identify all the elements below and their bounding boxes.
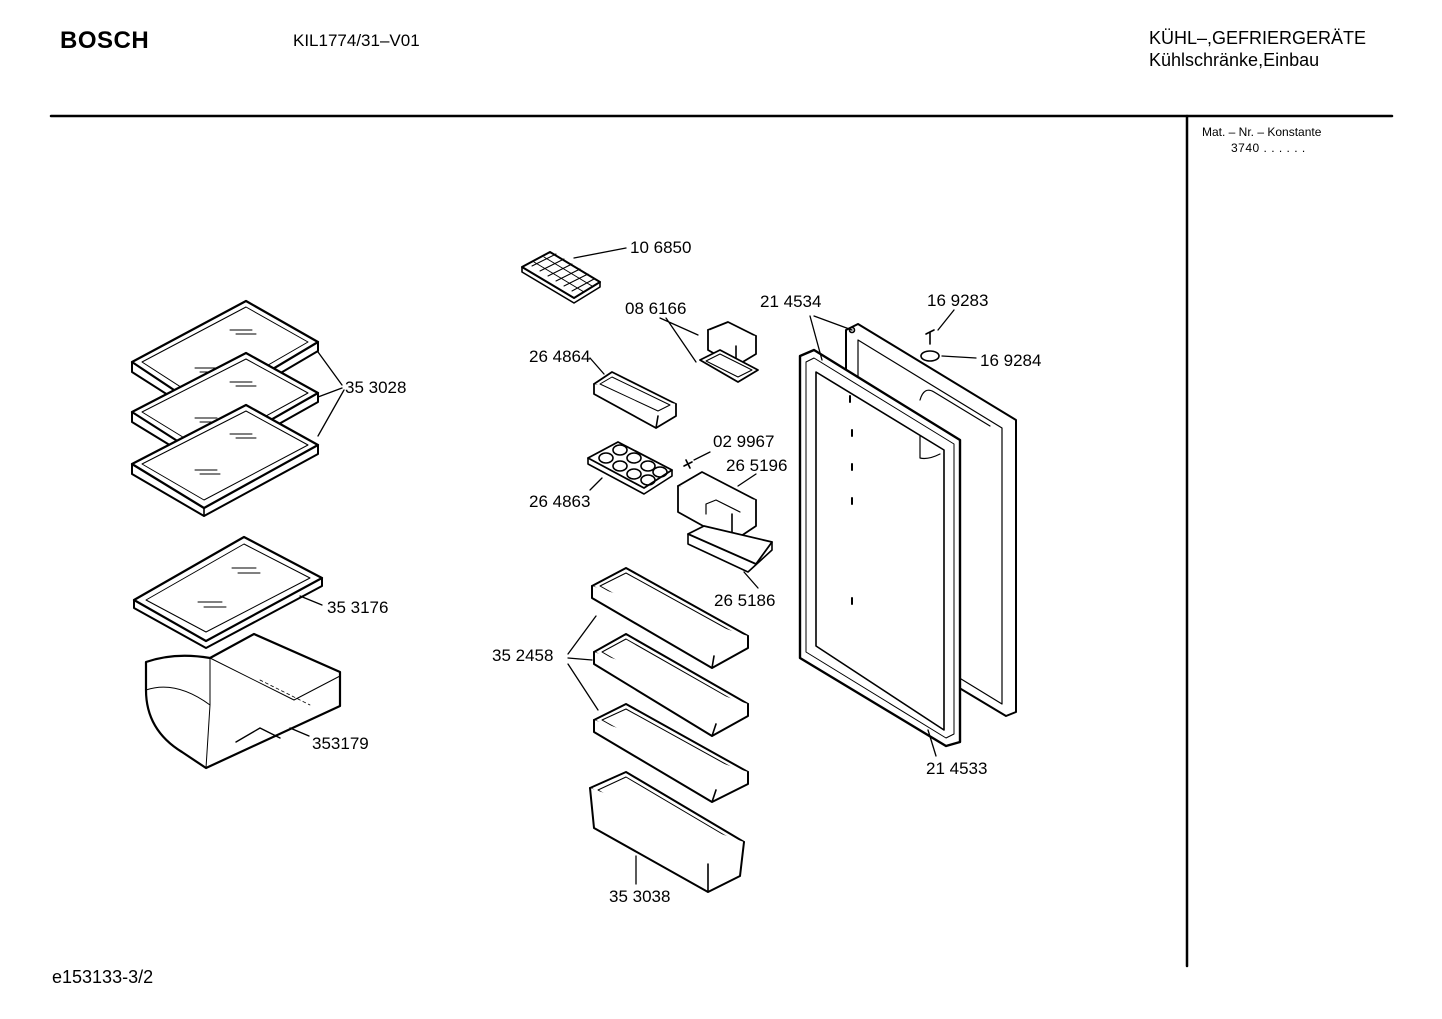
screw-icon	[683, 459, 693, 469]
ice-tray-icon	[521, 251, 601, 304]
mat-number-label: Mat. – Nr. – Konstante	[1202, 125, 1322, 139]
mat-number-value: 3740 . . . . . .	[1231, 141, 1306, 155]
brand-logo: BOSCH	[60, 27, 150, 54]
part-label-214533: 21 4533	[926, 759, 987, 778]
screw-icon	[925, 329, 935, 345]
document-id: e153133-3/2	[52, 967, 154, 987]
door-tray-icon	[593, 703, 749, 803]
part-label-353176: 35 3176	[327, 598, 388, 617]
model-number: KIL1774/31–V01	[293, 31, 420, 50]
butter-box-icon	[699, 321, 759, 383]
vegetable-drawer-icon	[144, 632, 342, 770]
part-label-352458: 35 2458	[492, 646, 553, 665]
part-label-353038: 35 3038	[609, 887, 670, 906]
dairy-compartment-icon	[677, 471, 773, 573]
category-subtitle: Kühlschränke,Einbau	[1149, 50, 1320, 70]
door-gasket-icon	[798, 348, 962, 748]
cover-cap-icon	[920, 350, 940, 362]
part-label-264863: 26 4863	[529, 492, 590, 511]
part-label-265196: 26 5196	[726, 456, 787, 475]
part-label-169283: 16 9283	[927, 291, 988, 310]
door-rack-icon	[593, 371, 677, 429]
part-label-353028: 35 3028	[345, 378, 406, 397]
part-label-353179: 353179	[312, 734, 369, 753]
door-tray-icon	[593, 633, 749, 737]
part-label-264864: 26 4864	[529, 347, 590, 366]
part-label-265186: 26 5186	[714, 591, 775, 610]
door-tray-icon	[591, 567, 749, 669]
part-label-086166: 08 6166	[625, 299, 686, 318]
part-label-029967: 02 9967	[713, 432, 774, 451]
part-label-106850: 10 6850	[630, 238, 691, 257]
part-label-214534: 21 4534	[760, 292, 821, 311]
egg-tray-icon	[587, 441, 673, 495]
part-label-169284: 16 9284	[980, 351, 1041, 370]
category-title: KÜHL–,GEFRIERGERÄTE	[1149, 28, 1367, 48]
glass-shelf-icon	[130, 403, 320, 517]
glass-shelf-icon	[132, 535, 324, 649]
bottle-rack-icon	[589, 771, 745, 893]
